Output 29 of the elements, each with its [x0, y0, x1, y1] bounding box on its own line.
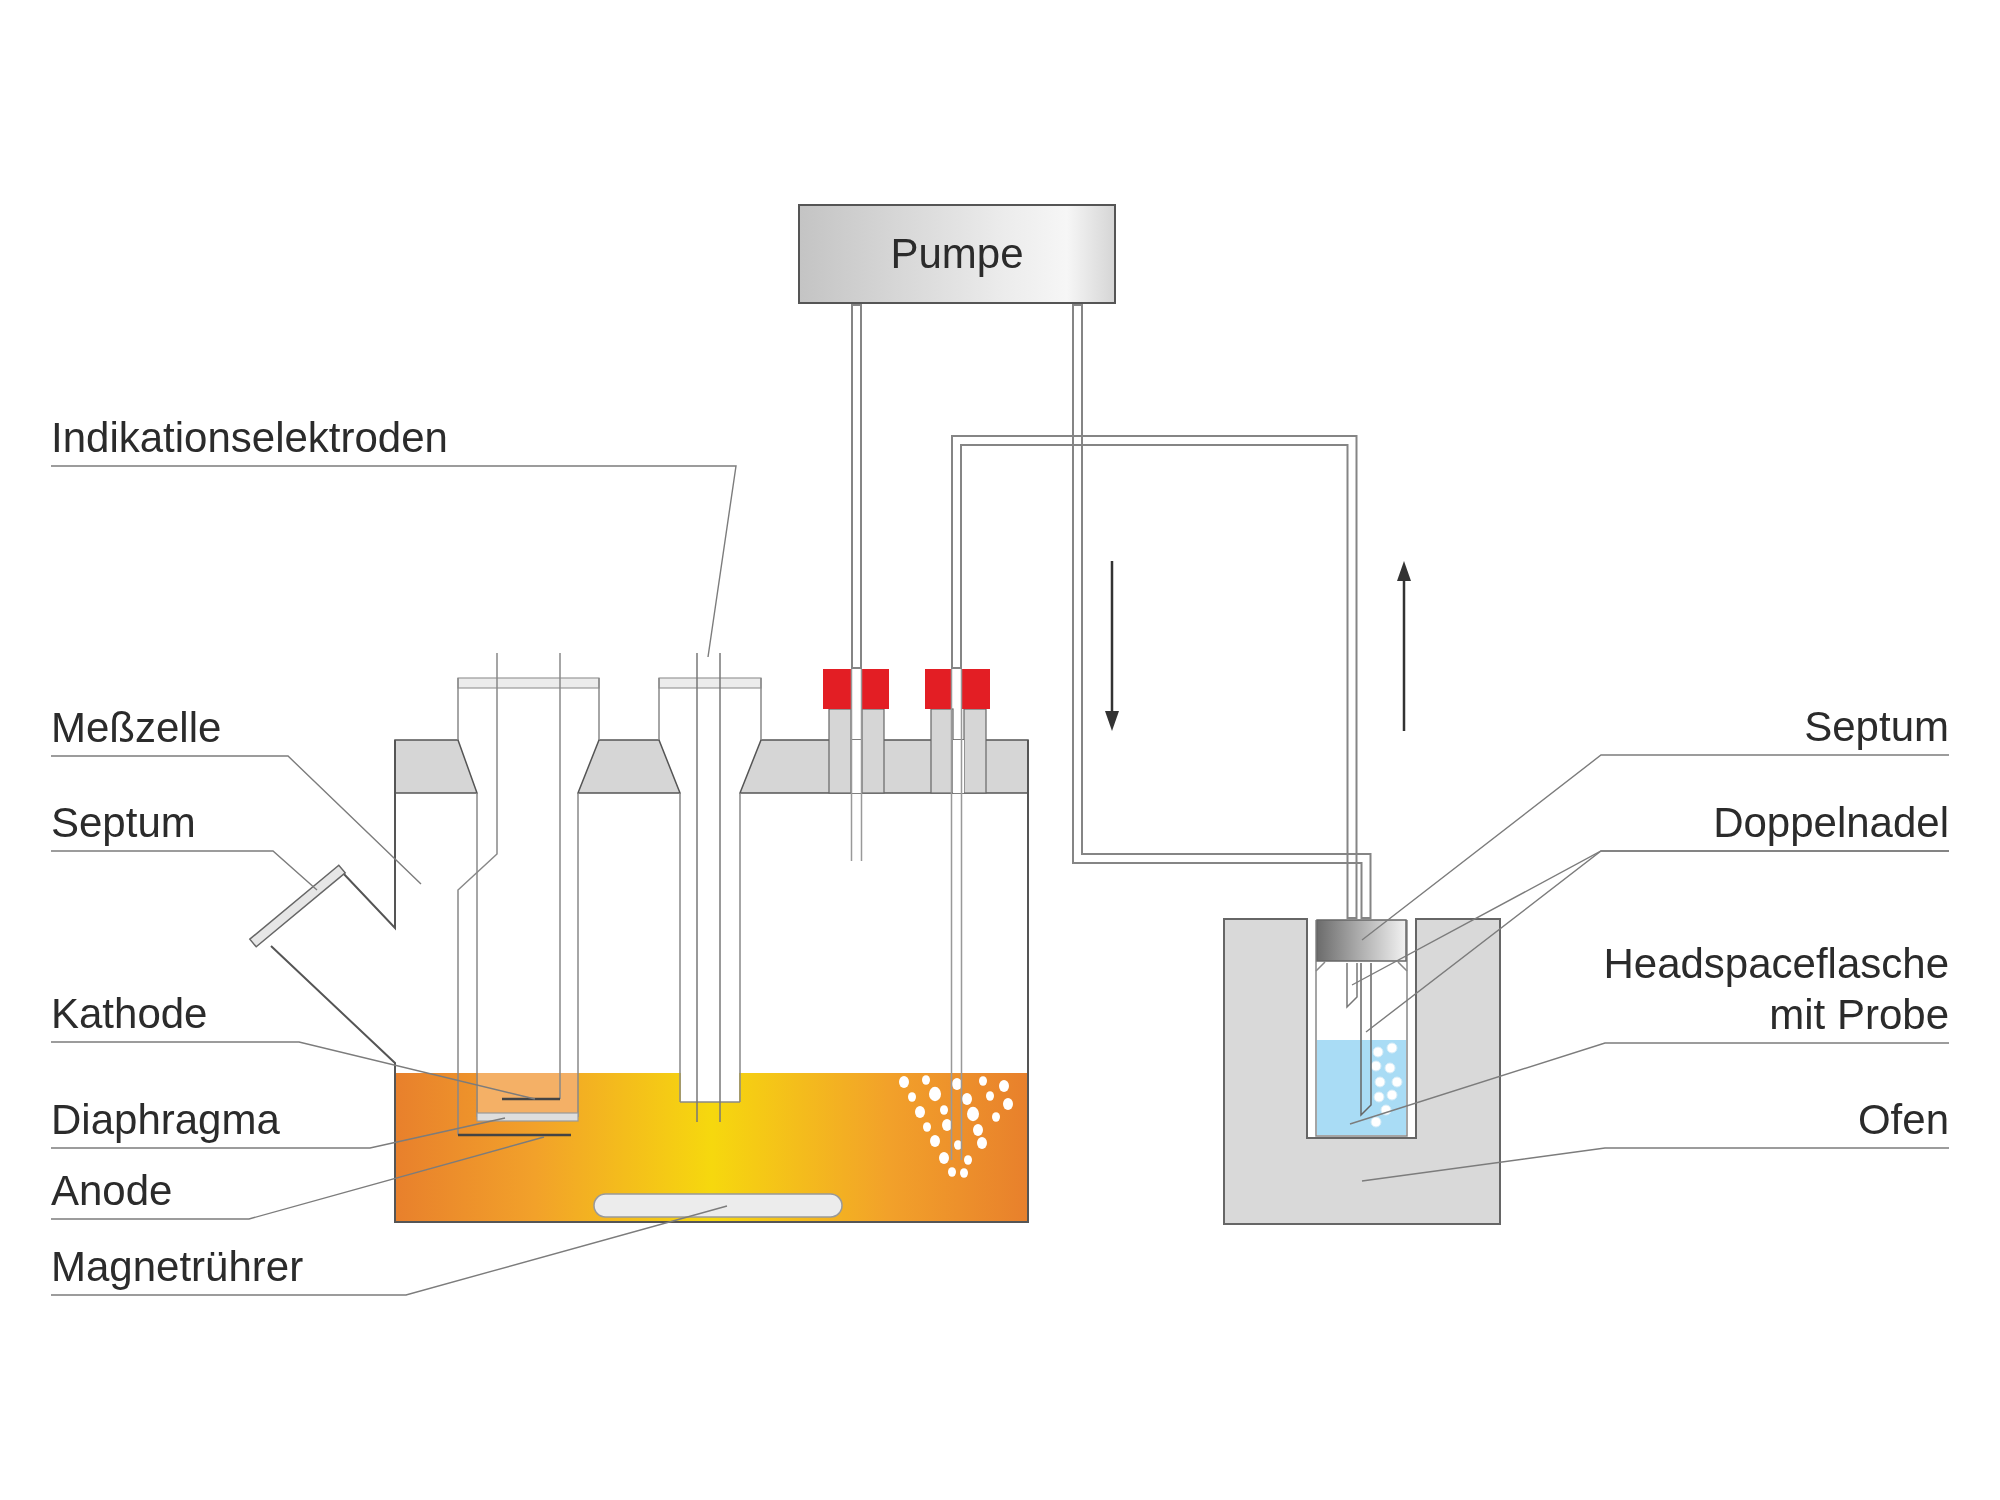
leader-line [1349, 1042, 1950, 1125]
leader-line [1361, 1147, 1950, 1182]
leader-line [50, 1205, 728, 1296]
outer-needle [1346, 962, 1358, 1009]
oven-block [1223, 918, 1501, 1225]
leader-line [50, 755, 422, 885]
pump-block: Pumpe [798, 204, 1116, 304]
part-label: Magnetrührer [51, 1241, 304, 1295]
part-label: Diaphragma [51, 1094, 280, 1148]
part-label: Doppelnadel [1713, 797, 1949, 851]
leader-line [50, 1041, 536, 1100]
part-label: Meßzelle [51, 702, 222, 756]
leader-line [1361, 754, 1950, 941]
part-label: Indikationselektroden [51, 412, 448, 466]
part-label: Septum [51, 797, 196, 851]
septum-cap [1316, 919, 1407, 962]
part-label: Kathode [51, 988, 208, 1042]
inner-needle [1360, 962, 1372, 1117]
headspace-vial [1315, 919, 1408, 1137]
gas-tube [951, 435, 1358, 919]
gas-tube [1072, 304, 1372, 919]
part-label: Anode [51, 1165, 173, 1219]
part-label: Ofen [1857, 1094, 1949, 1148]
gas-tube [851, 304, 862, 669]
part-label: Headspaceflasche mit Probe [1549, 939, 1949, 1043]
leader-line [50, 850, 318, 891]
part-label: Septum [1804, 701, 1949, 755]
leader-line [50, 465, 737, 658]
leader-line [50, 1117, 506, 1149]
